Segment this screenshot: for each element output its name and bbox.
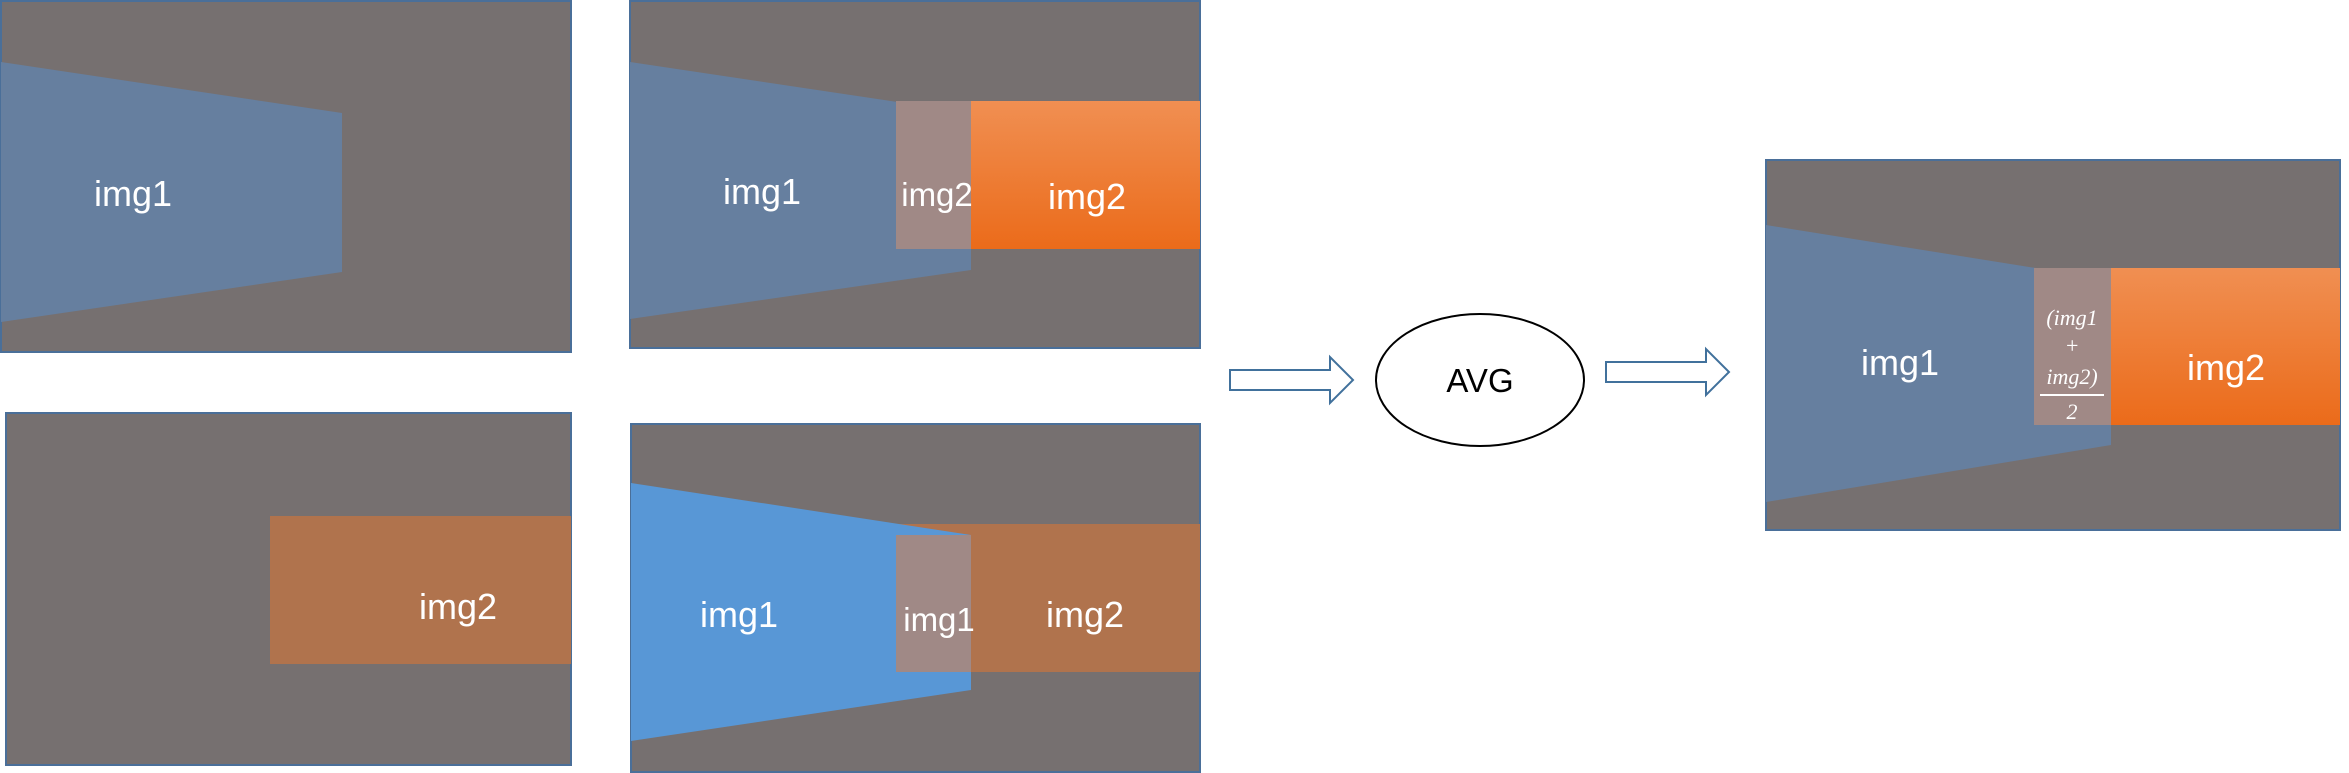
formula-denominator: 2 (2067, 399, 2078, 424)
panel-img2-only: img2 (5, 412, 572, 766)
overlap-region (2034, 268, 2111, 425)
right-arrow-icon (1229, 354, 1355, 406)
img1-label: img1 (723, 171, 801, 212)
avg-label: AVG (1446, 362, 1513, 399)
img1-region (631, 483, 971, 741)
panel-overlay-img2-top: img1 img2 img2 (629, 0, 1201, 349)
panel-overlay-img1-top: img1 img1 img2 (630, 423, 1201, 773)
img1-region (1766, 225, 2111, 502)
formula-line-3: img2) (2046, 364, 2097, 389)
img1-region (630, 62, 971, 319)
img1-label: img1 (700, 594, 778, 635)
overlap-region (896, 535, 971, 672)
img2-region (270, 516, 571, 664)
average-formula: (img1 + img2) 2 (2040, 305, 2104, 424)
img2-label: img2 (1046, 594, 1124, 635)
img1-label: img1 (94, 173, 172, 214)
avg-ellipse (1375, 313, 1585, 447)
avg-operation: AVG (1375, 313, 1585, 447)
img1-label: img1 (1861, 342, 1939, 383)
img2-label: img2 (419, 586, 497, 627)
panel-img1-only: img1 (0, 0, 572, 353)
formula-line-1: (img1 (2046, 305, 2097, 330)
img1-region (1, 62, 342, 322)
img2-label: img2 (1048, 176, 1126, 217)
right-arrow-icon (1605, 346, 1731, 398)
panel-result: img1 img2 (img1 + img2) 2 (1765, 159, 2341, 531)
img2-label: img2 (2187, 347, 2265, 388)
formula-line-2: + (2065, 333, 2080, 358)
overlap-label: img2 (901, 176, 973, 213)
overlap-label: img1 (903, 601, 975, 638)
overlap-region (896, 101, 971, 249)
